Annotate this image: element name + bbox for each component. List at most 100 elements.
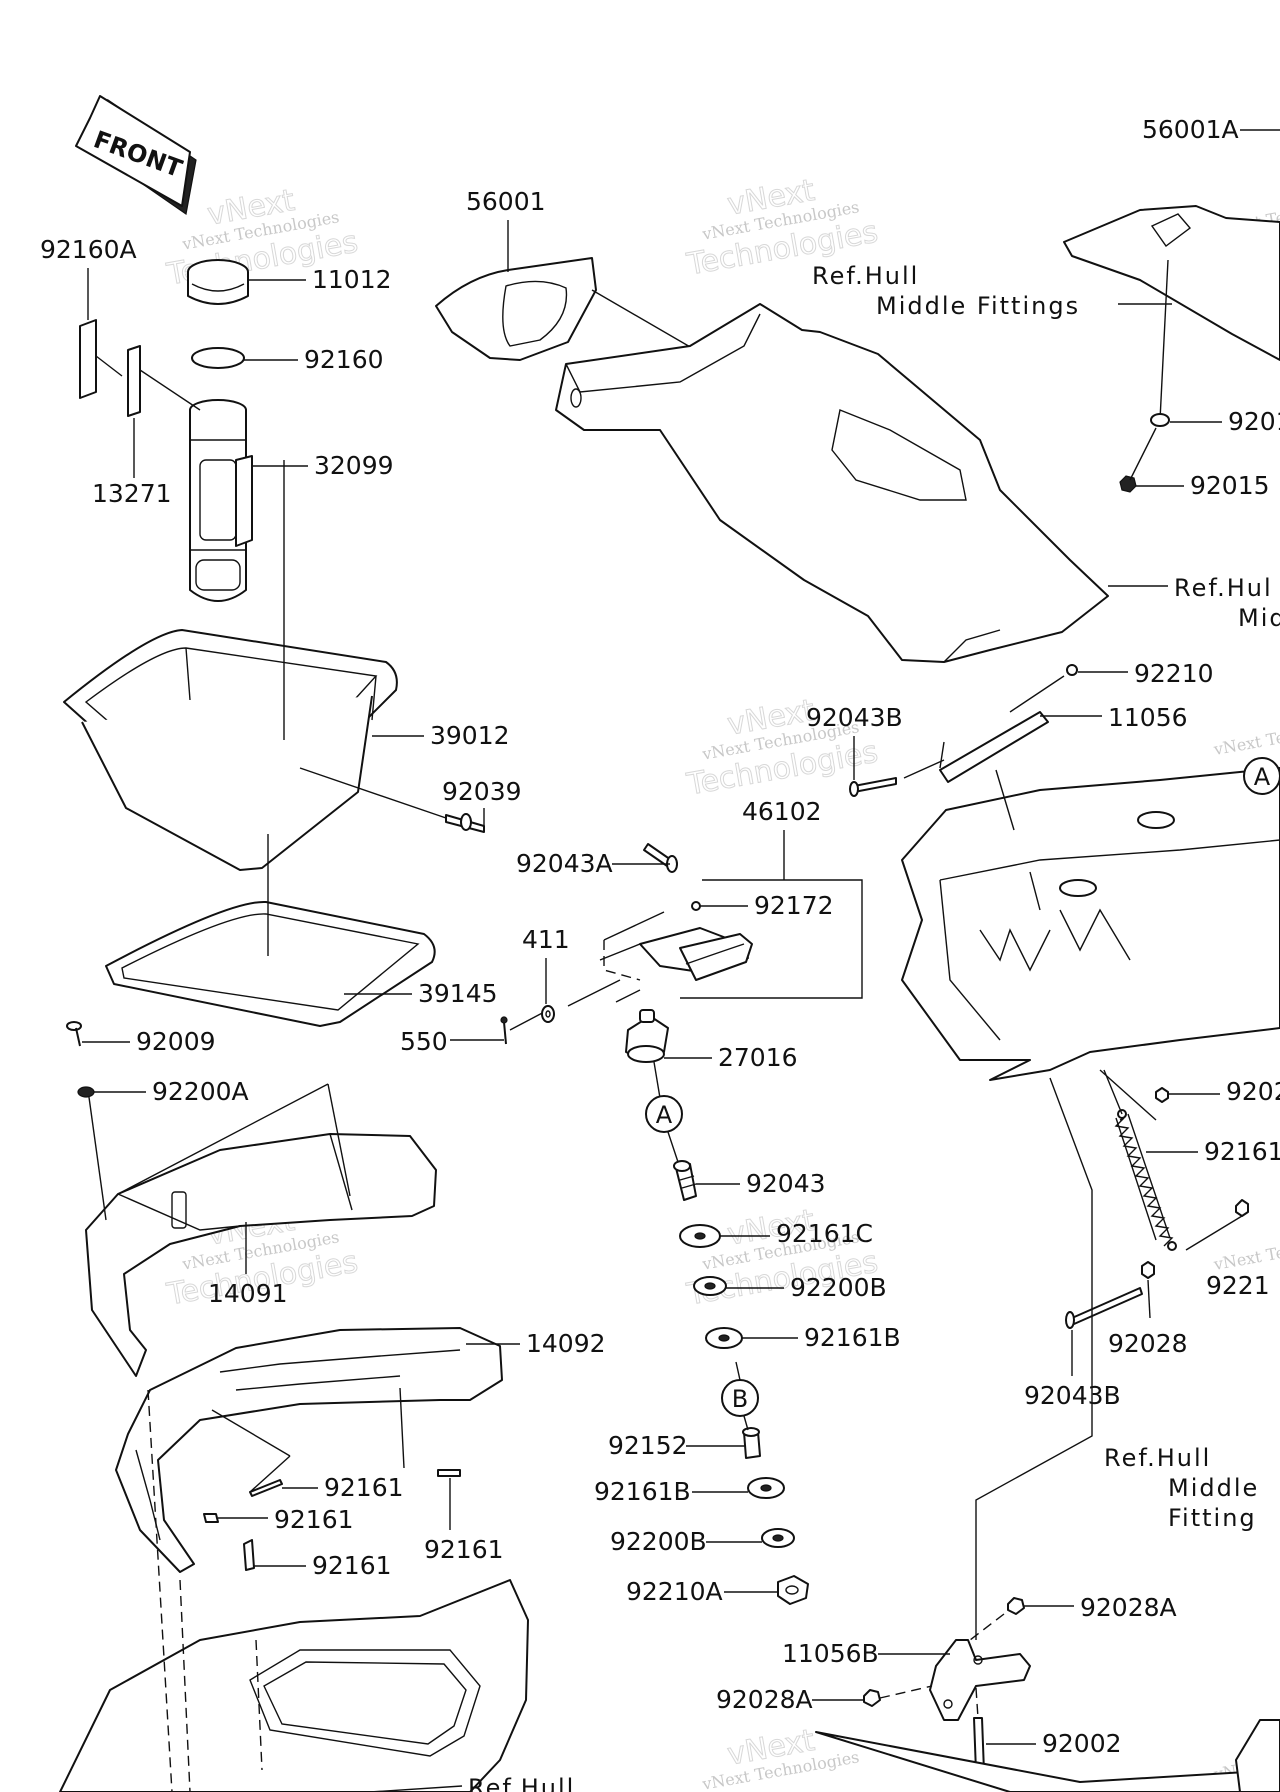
- watermark-text: vNext Technologies: [1211, 1228, 1280, 1274]
- ref-hull-right-line1: Ref.Hul: [1174, 574, 1273, 602]
- label-92152: 92152: [608, 1431, 688, 1460]
- label-14091: 14091: [208, 1279, 288, 1308]
- leader-line: [743, 1415, 749, 1431]
- washer-92161C: [679, 1224, 721, 1248]
- label-56001: 56001: [466, 187, 546, 216]
- label-92028: 92028: [1108, 1329, 1188, 1358]
- marker-a-text: A: [656, 1101, 673, 1129]
- label-92043: 92043: [746, 1169, 826, 1198]
- leader-line: [399, 1387, 405, 1469]
- label-27016: 27016: [718, 1043, 798, 1072]
- watermark: vNext vNext Technologies Technologies: [683, 172, 881, 283]
- watermark-text: vNext Technologies: [1211, 713, 1280, 759]
- label-92160: 92160: [304, 345, 384, 374]
- screw-92009: [66, 1021, 82, 1047]
- bolt-92043B-upper: [849, 759, 945, 797]
- hull-corner-right: [1235, 1719, 1280, 1792]
- pin-92161-d: [437, 1469, 461, 1477]
- bracket-11056B: [929, 1639, 1031, 1721]
- leader-line: [969, 1613, 1005, 1641]
- watermark: vNext vNext Technologies Technologies: [683, 692, 881, 803]
- marker-a-main: A: [645, 1095, 683, 1133]
- leader-line: [735, 1361, 741, 1381]
- label-92002: 92002: [1042, 1729, 1122, 1758]
- marker-b-text: B: [732, 1385, 748, 1413]
- leader-line: [249, 1455, 291, 1493]
- leader-line: [1103, 1069, 1123, 1115]
- label-39012: 39012: [430, 721, 510, 750]
- filler-tube-32099: [189, 399, 253, 602]
- label-92210: 92210: [1134, 659, 1214, 688]
- ref-hull-top-line1: Ref.Hull: [812, 262, 919, 290]
- cover-14091: [85, 1083, 437, 1377]
- marker-a-right: A: [1243, 757, 1280, 795]
- label-9202-cut: 9202: [1226, 1077, 1280, 1106]
- watermark: vNext vNext Technologies: [700, 1722, 861, 1792]
- side-panel-middle-fittings: [555, 303, 1109, 663]
- label-92028A-lower: 92028A: [716, 1685, 813, 1714]
- o-ring-92160: [191, 347, 245, 369]
- ref-hull-top-line2: Middle Fittings: [876, 292, 1080, 320]
- hull-lower-section: [59, 1389, 529, 1792]
- label-550: 550: [400, 1027, 448, 1056]
- ref-hull-bottom-line1: Ref.Hull: [468, 1774, 575, 1792]
- marker-a-right-text: A: [1254, 763, 1271, 791]
- pin-92161-b: [203, 1513, 219, 1523]
- front-arrow-badge: FRONT: [75, 95, 197, 216]
- label-11056B: 11056B: [782, 1639, 879, 1668]
- label-92161C: 92161C: [776, 1219, 873, 1248]
- cap-9202: [1155, 1087, 1169, 1103]
- latch-46102: [599, 830, 863, 1003]
- collar-92152: [742, 1427, 761, 1459]
- label-39145: 39145: [418, 979, 498, 1008]
- label-92043B-upper: 92043B: [806, 703, 903, 732]
- label-92161-b: 92161: [274, 1505, 354, 1534]
- leader-line: [975, 1687, 979, 1719]
- label-56001A: 56001A: [1142, 115, 1239, 144]
- pin-92161-c: [243, 1539, 255, 1571]
- label-46102: 46102: [742, 797, 822, 826]
- filler-cap-11012: [187, 259, 249, 305]
- pin-92161-a: [249, 1479, 283, 1497]
- washer-92161B-upper: [705, 1327, 743, 1349]
- pin-92043: [673, 1160, 697, 1201]
- label-13271: 13271: [92, 479, 172, 508]
- label-9201-cut: 9201: [1228, 407, 1280, 436]
- washer-92161B-lower: [747, 1477, 785, 1499]
- pin-92039: [299, 767, 485, 833]
- label-92200B-lower: 92200B: [610, 1527, 707, 1556]
- label-14092: 14092: [526, 1329, 606, 1358]
- washer-92200B-lower: [761, 1528, 795, 1548]
- label-92161B-upper: 92161B: [804, 1323, 901, 1352]
- watermark: vNext Technologies: [1211, 713, 1280, 759]
- right-deck-tray: [901, 767, 1280, 1081]
- storage-bin-39012: [63, 460, 398, 871]
- label-411: 411: [522, 925, 570, 954]
- leader-line: [879, 1685, 933, 1699]
- nut-92210A: [777, 1575, 809, 1605]
- part-labels: 56001A 56001 92160A 11012 92160 32099 13…: [40, 115, 1280, 1792]
- leader-line: [653, 1061, 661, 1099]
- ref-hull-mid-line2: Middle: [1168, 1474, 1259, 1502]
- knob-27016: [625, 1009, 669, 1063]
- bracket-11056: [939, 664, 1078, 783]
- label-92009: 92009: [136, 1027, 216, 1056]
- ref-hull-mid-line1: Ref.Hull: [1104, 1444, 1211, 1472]
- label-32099: 32099: [314, 451, 394, 480]
- label-92028A-upper: 92028A: [1080, 1593, 1177, 1622]
- label-9221-cut: 9221: [1206, 1271, 1270, 1300]
- ref-hull-right-line2: Mid: [1238, 604, 1280, 632]
- leader-line: [211, 1409, 291, 1457]
- label-11056: 11056: [1108, 703, 1188, 732]
- nut-92015: [1119, 475, 1137, 493]
- label-92200B-upper: 92200B: [790, 1273, 887, 1302]
- spring-92161: [1114, 1109, 1177, 1251]
- leader-line: [975, 1077, 1093, 1640]
- washer-9201: [1150, 413, 1170, 427]
- watermark: vNext Technologies: [1211, 1228, 1280, 1274]
- label-92039: 92039: [442, 777, 522, 806]
- label-92161-a: 92161: [324, 1473, 404, 1502]
- gasket-39145: [105, 834, 436, 1027]
- label-11012: 11012: [312, 265, 392, 294]
